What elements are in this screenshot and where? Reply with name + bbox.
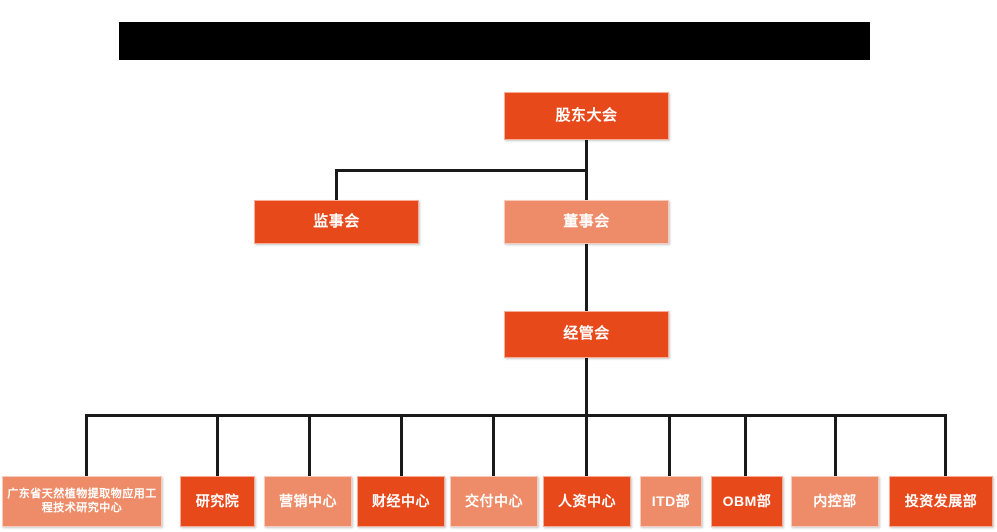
connector-drop-itd-dept — [668, 414, 671, 476]
node-label: ITD部 — [651, 492, 691, 509]
node-label: 营销中心 — [279, 492, 337, 509]
node-directors[interactable]: 董事会 — [504, 200, 669, 244]
node-itd-dept[interactable]: ITD部 — [640, 476, 702, 527]
connector-drop-investment-development-dept — [944, 414, 947, 476]
node-research-center[interactable]: 广东省天然植物提取物应用工程技术研究中心 — [2, 476, 162, 527]
node-investment-development-dept[interactable]: 投资发展部 — [889, 476, 993, 527]
connector-drop-finance-center — [400, 414, 403, 476]
node-institute[interactable]: 研究院 — [180, 476, 255, 527]
node-obm-dept[interactable]: OBM部 — [711, 476, 783, 527]
connector-directors-to-management — [585, 243, 588, 311]
node-hr-center[interactable]: 人资中心 — [543, 476, 631, 527]
node-label: 人资中心 — [558, 492, 616, 509]
node-label: 董事会 — [563, 212, 610, 230]
redacted-title-bar — [119, 22, 870, 60]
node-supervisors[interactable]: 监事会 — [254, 200, 419, 244]
connector-drop-research-center — [85, 414, 88, 476]
node-label: 广东省天然植物提取物应用工程技术研究中心 — [7, 488, 157, 514]
node-label: 财经中心 — [372, 492, 430, 509]
node-label: 投资发展部 — [904, 492, 978, 509]
node-finance-center[interactable]: 财经中心 — [357, 476, 445, 527]
node-label: 股东大会 — [555, 106, 618, 124]
node-internal-control-dept[interactable]: 内控部 — [791, 476, 879, 527]
connector-drop-marketing-center — [308, 414, 311, 476]
node-management[interactable]: 经管会 — [504, 311, 669, 358]
connector-drop-hr-center — [585, 414, 588, 476]
connector-shareholders-down — [585, 140, 588, 171]
connector-management-trunk — [585, 358, 588, 416]
node-label: 经管会 — [563, 325, 610, 343]
connector-department-bus — [85, 414, 946, 417]
connector-drop-obm-dept — [744, 414, 747, 476]
connector-drop-delivery-center — [492, 414, 495, 476]
node-delivery-center[interactable]: 交付中心 — [450, 476, 538, 527]
connector-level1-bus — [335, 169, 586, 172]
connector-drop-institute — [216, 414, 219, 476]
node-label: 内控部 — [813, 492, 857, 509]
node-label: 研究院 — [195, 492, 240, 509]
connector-directors-drop — [585, 169, 588, 200]
node-marketing-center[interactable]: 营销中心 — [264, 476, 352, 527]
connector-supervisors-drop — [335, 169, 338, 200]
node-label: OBM部 — [722, 492, 772, 509]
connector-drop-internal-control-dept — [834, 414, 837, 476]
node-label: 交付中心 — [465, 492, 523, 509]
node-label: 监事会 — [313, 212, 360, 230]
node-shareholders[interactable]: 股东大会 — [504, 92, 669, 140]
